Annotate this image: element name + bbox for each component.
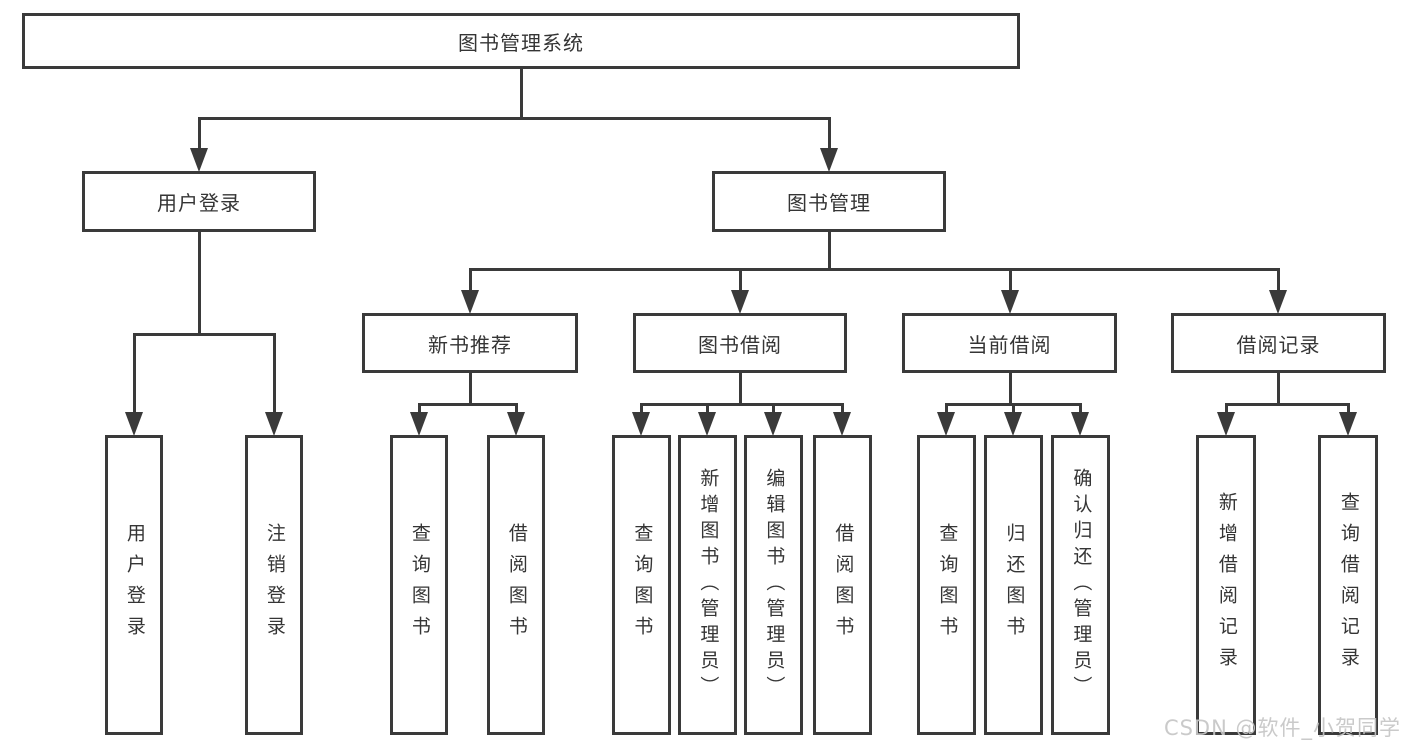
arrow-down-icon [1217,412,1235,436]
connector-line [469,373,472,406]
leaf-return-book-label: 归还图书 [1003,523,1026,647]
leaf-borrow-books-borrow-label: 借阅图书 [832,523,855,647]
connector-line [739,373,742,406]
node-current-borrow: 当前借阅 [902,313,1117,373]
leaf-logout-label: 注销登录 [263,523,286,647]
arrow-down-icon [1001,290,1019,314]
node-user-login: 用户登录 [82,171,316,232]
leaf-query-borrow-record: 查询借阅记录 [1318,435,1378,735]
leaf-borrow-books-newbooks-label: 借阅图书 [505,523,528,647]
leaf-add-book-admin-label: 新增图书（管理员） [697,468,720,702]
leaf-query-borrow-record-label: 查询借阅记录 [1337,492,1360,678]
leaf-borrow-books-borrow: 借阅图书 [813,435,872,735]
connector-line [640,403,844,406]
connector-line [198,232,201,336]
connector-line [469,268,1280,271]
connector-line [1277,268,1280,292]
leaf-query-books-borrow: 查询图书 [612,435,671,735]
leaf-add-book-admin: 新增图书（管理员） [678,435,737,735]
connector-line [273,333,276,415]
leaf-user-login-label: 用户登录 [123,523,146,647]
node-book-borrow-label: 图书借阅 [698,332,782,357]
node-root-label: 图书管理系统 [458,30,584,55]
arrow-down-icon [190,148,208,172]
node-borrow-records: 借阅记录 [1171,313,1386,373]
connector-line [772,403,775,417]
leaf-query-books-current-label: 查询图书 [936,523,959,647]
leaf-edit-book-admin: 编辑图书（管理员） [744,435,803,735]
watermark: CSDN @软件_小贺同学 [1163,716,1401,740]
node-user-login-label: 用户登录 [157,191,241,215]
node-new-books: 新书推荐 [362,313,578,373]
node-book-mgmt: 图书管理 [712,171,946,232]
arrow-down-icon [265,412,283,436]
connector-line [945,403,948,417]
connector-line [1012,403,1015,417]
connector-line [640,403,643,417]
connector-line [1225,403,1228,417]
arrow-down-icon [1269,290,1287,314]
connector-line [841,403,844,417]
connector-line [418,403,518,406]
leaf-user-login: 用户登录 [105,435,163,735]
connector-line [418,403,421,417]
connector-line [133,333,276,336]
arrow-down-icon [698,412,716,436]
connector-line [1225,403,1350,406]
arrow-down-icon [410,412,428,436]
leaf-query-books-borrow-label: 查询图书 [631,523,654,647]
connector-line [1079,403,1082,417]
arrow-down-icon [731,290,749,314]
leaf-add-borrow-record: 新增借阅记录 [1196,435,1256,735]
leaf-confirm-return-admin-label: 确认归还（管理员） [1070,468,1093,702]
arrow-down-icon [461,290,479,314]
node-new-books-label: 新书推荐 [428,332,512,357]
leaf-query-books-newbooks-label: 查询图书 [408,523,431,647]
connector-line [706,403,709,417]
leaf-return-book: 归还图书 [984,435,1043,735]
connector-line [198,117,201,153]
leaf-confirm-return-admin: 确认归还（管理员） [1051,435,1110,735]
node-book-borrow: 图书借阅 [633,313,847,373]
arrow-down-icon [1004,412,1022,436]
leaf-logout: 注销登录 [245,435,303,735]
leaf-borrow-books-newbooks: 借阅图书 [487,435,545,735]
arrow-down-icon [820,148,838,172]
arrow-down-icon [632,412,650,436]
connector-line [1009,268,1012,292]
arrow-down-icon [507,412,525,436]
node-book-mgmt-label: 图书管理 [787,191,871,215]
arrow-down-icon [125,412,143,436]
connector-line [198,117,831,120]
node-borrow-records-label: 借阅记录 [1236,332,1321,357]
connector-line [520,69,523,119]
leaf-edit-book-admin-label: 编辑图书（管理员） [763,468,786,702]
connector-line [828,117,831,153]
connector-line [133,333,136,415]
leaf-add-borrow-record-label: 新增借阅记录 [1215,492,1238,678]
connector-line [1009,373,1012,406]
connector-line [515,403,518,417]
arrow-down-icon [1339,412,1357,436]
connector-line [828,232,831,271]
arrow-down-icon [764,412,782,436]
node-root: 图书管理系统 [22,13,1020,69]
connector-line [739,268,742,292]
connector-line [1347,403,1350,417]
node-current-borrow-label: 当前借阅 [967,332,1052,357]
arrow-down-icon [1071,412,1089,436]
leaf-query-books-newbooks: 查询图书 [390,435,448,735]
arrow-down-icon [937,412,955,436]
leaf-query-books-current: 查询图书 [917,435,976,735]
arrow-down-icon [833,412,851,436]
connector-line [1277,373,1280,406]
connector-line [469,268,472,292]
